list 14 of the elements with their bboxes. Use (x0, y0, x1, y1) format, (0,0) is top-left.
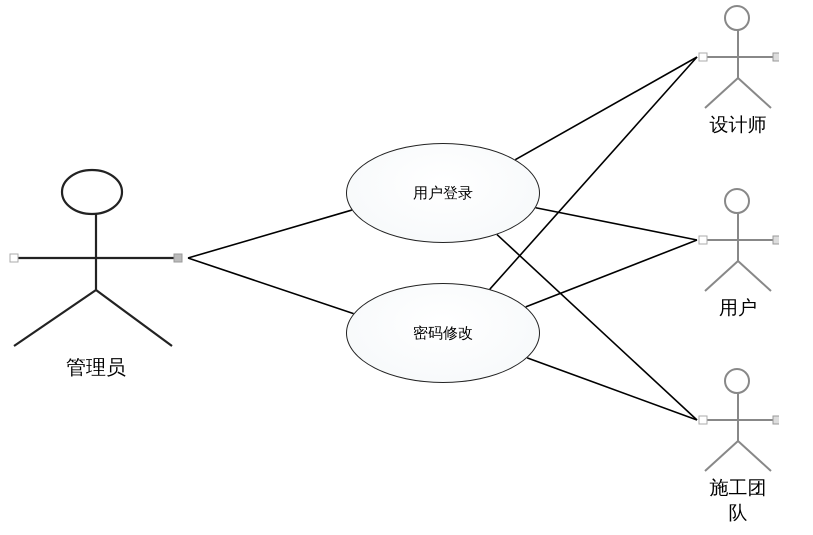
association-line (536, 206, 698, 241)
use-case-ellipse: 密码修改 (346, 283, 540, 383)
association-line (188, 209, 352, 259)
actor-name: 施工团队 (708, 476, 768, 526)
association-line (489, 56, 698, 290)
actor-name: 用户 (719, 296, 757, 321)
association-line (514, 56, 698, 160)
use-case-ellipse: 用户登录 (346, 143, 540, 243)
association-line (496, 234, 698, 421)
actor-name: 设计师 (710, 113, 766, 138)
actor-name: 管理员 (66, 354, 126, 380)
association-line (526, 357, 698, 421)
association-line (188, 257, 354, 314)
association-line (525, 239, 698, 308)
